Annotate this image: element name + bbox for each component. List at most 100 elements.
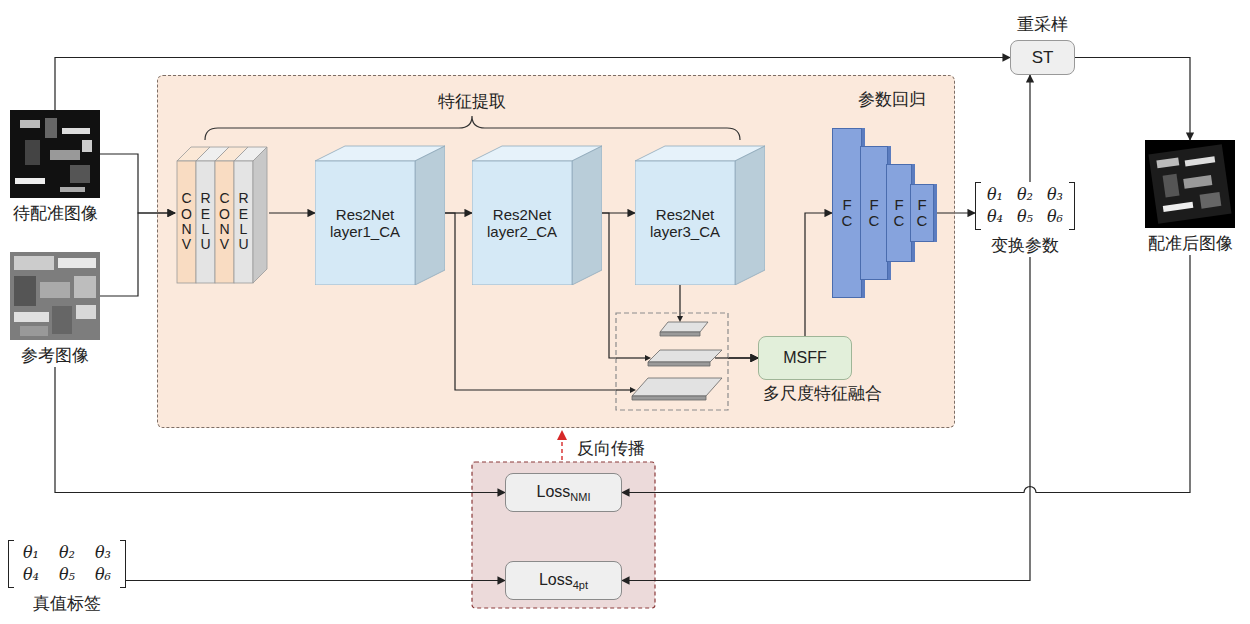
layer-name: RELU bbox=[237, 191, 251, 253]
connector bbox=[55, 367, 505, 493]
image-patch bbox=[14, 312, 49, 322]
feature-arrow-head bbox=[630, 387, 636, 393]
fc-layer: FC bbox=[910, 184, 934, 242]
box-heading: 重采样 bbox=[1017, 13, 1068, 36]
module-caption: 多尺度特征融合 bbox=[763, 382, 882, 405]
matrix-bracket: θ₁θ₂θ₃θ₄θ₅θ₆ bbox=[975, 182, 1075, 230]
image-patch bbox=[1185, 156, 1216, 166]
slab-front bbox=[234, 161, 253, 283]
image-ground bbox=[1145, 140, 1235, 228]
feature-map bbox=[648, 362, 710, 366]
connector bbox=[622, 257, 1030, 581]
cube-side bbox=[735, 146, 765, 285]
image-ground bbox=[10, 252, 100, 340]
image-ground bbox=[10, 110, 100, 198]
layer-name: FC bbox=[915, 197, 930, 230]
msff-box: MSFF多尺度特征融合 bbox=[758, 336, 852, 380]
image-patch bbox=[14, 256, 54, 270]
feature-arrow bbox=[616, 389, 631, 390]
slab-front bbox=[215, 161, 234, 283]
image-patch bbox=[62, 128, 90, 134]
loss-name: Loss bbox=[539, 571, 573, 588]
box-name: ST bbox=[1032, 48, 1054, 68]
image-patch bbox=[14, 276, 36, 306]
matrix-cell: θ₃ bbox=[1044, 184, 1066, 206]
image-patch bbox=[45, 118, 57, 138]
slab-front bbox=[196, 161, 215, 283]
matrix-cell: θ₅ bbox=[53, 564, 81, 586]
fc-layer: FC bbox=[886, 164, 912, 262]
parameter-matrix: θ₁θ₂θ₃θ₄θ₅θ₆变换参数 bbox=[975, 182, 1075, 257]
layer-name: CONV bbox=[180, 191, 194, 253]
feature-map bbox=[632, 396, 706, 400]
matrix-cell: θ₁ bbox=[984, 184, 1006, 206]
registered-image bbox=[1145, 140, 1235, 228]
layer-name: FC bbox=[867, 197, 882, 230]
image-patch bbox=[1163, 202, 1194, 212]
matrix-bracket: θ₁θ₂θ₃θ₄θ₅θ₆ bbox=[8, 540, 126, 588]
backprop-head bbox=[557, 430, 567, 440]
cube-front bbox=[472, 161, 572, 285]
image-patch bbox=[15, 178, 45, 184]
feature-group-box bbox=[616, 313, 728, 410]
image-patch bbox=[1156, 157, 1179, 168]
image-patch bbox=[40, 282, 70, 298]
image-caption: 待配准图像 bbox=[10, 202, 100, 225]
image-patch bbox=[1148, 144, 1231, 224]
module-name: MSFF bbox=[783, 349, 827, 367]
loss-subscript: NMI bbox=[570, 491, 590, 503]
res2net-block: Res2Net layer2_CA bbox=[472, 145, 602, 285]
matrix-caption: 变换参数 bbox=[975, 234, 1075, 257]
connector bbox=[126, 580, 505, 581]
matrix-cell: θ₄ bbox=[17, 564, 45, 586]
block-name: Res2Net layer3_CA bbox=[635, 206, 735, 240]
image-patch bbox=[1163, 174, 1180, 198]
res2net-block: Res2Net layer1_CA bbox=[315, 145, 445, 285]
matrix-caption: 真值标签 bbox=[8, 592, 126, 615]
image-node: 待配准图像 bbox=[10, 110, 100, 225]
cube-front bbox=[315, 161, 415, 285]
image-patch bbox=[1200, 192, 1222, 209]
connector bbox=[100, 213, 175, 296]
cube-side bbox=[572, 146, 602, 285]
layer-name: RELU bbox=[199, 191, 213, 253]
image-patch bbox=[58, 258, 96, 268]
loss-subscript: 4pt bbox=[573, 579, 588, 591]
slab-front bbox=[177, 161, 196, 283]
matrix-cell: θ₂ bbox=[1014, 184, 1036, 206]
network-panel: CONVRELUCONVRELURes2Net layer1_CARes2Net… bbox=[157, 75, 955, 428]
matrix-cell: θ₃ bbox=[89, 542, 117, 564]
matrix-cell: θ₁ bbox=[17, 542, 45, 564]
connector bbox=[55, 58, 1010, 111]
panel-ground bbox=[157, 75, 955, 428]
reference-image bbox=[10, 252, 100, 340]
conv-relu-stack: CONVRELUCONVRELU bbox=[175, 145, 269, 285]
image-patch bbox=[20, 120, 40, 128]
image-patch bbox=[1183, 175, 1212, 189]
layer-name: FC bbox=[892, 197, 907, 230]
annotation-label: 特征提取 bbox=[438, 90, 506, 113]
feature-map bbox=[660, 332, 700, 336]
backprop-arrow bbox=[561, 440, 562, 460]
feature-map bbox=[648, 350, 722, 362]
image-node: 配准后图像 bbox=[1145, 140, 1235, 255]
loss-name: Loss bbox=[537, 483, 571, 500]
image-patch bbox=[20, 326, 48, 336]
feature-arrow bbox=[715, 357, 728, 358]
connector bbox=[100, 154, 175, 213]
connector bbox=[805, 213, 832, 336]
loss-box: LossNMI bbox=[505, 473, 622, 512]
feature-arrow-head bbox=[645, 355, 651, 361]
image-patch bbox=[25, 140, 40, 165]
block-name: Res2Net layer2_CA bbox=[472, 206, 572, 240]
matrix-cell: θ₅ bbox=[1014, 206, 1036, 228]
image-patch bbox=[60, 187, 85, 192]
slab-side bbox=[253, 147, 267, 283]
image-patch bbox=[70, 165, 90, 183]
st-box: 重采样ST bbox=[1010, 40, 1075, 75]
image-node: 参考图像 bbox=[10, 252, 100, 367]
matrix-cell: θ₂ bbox=[53, 542, 81, 564]
